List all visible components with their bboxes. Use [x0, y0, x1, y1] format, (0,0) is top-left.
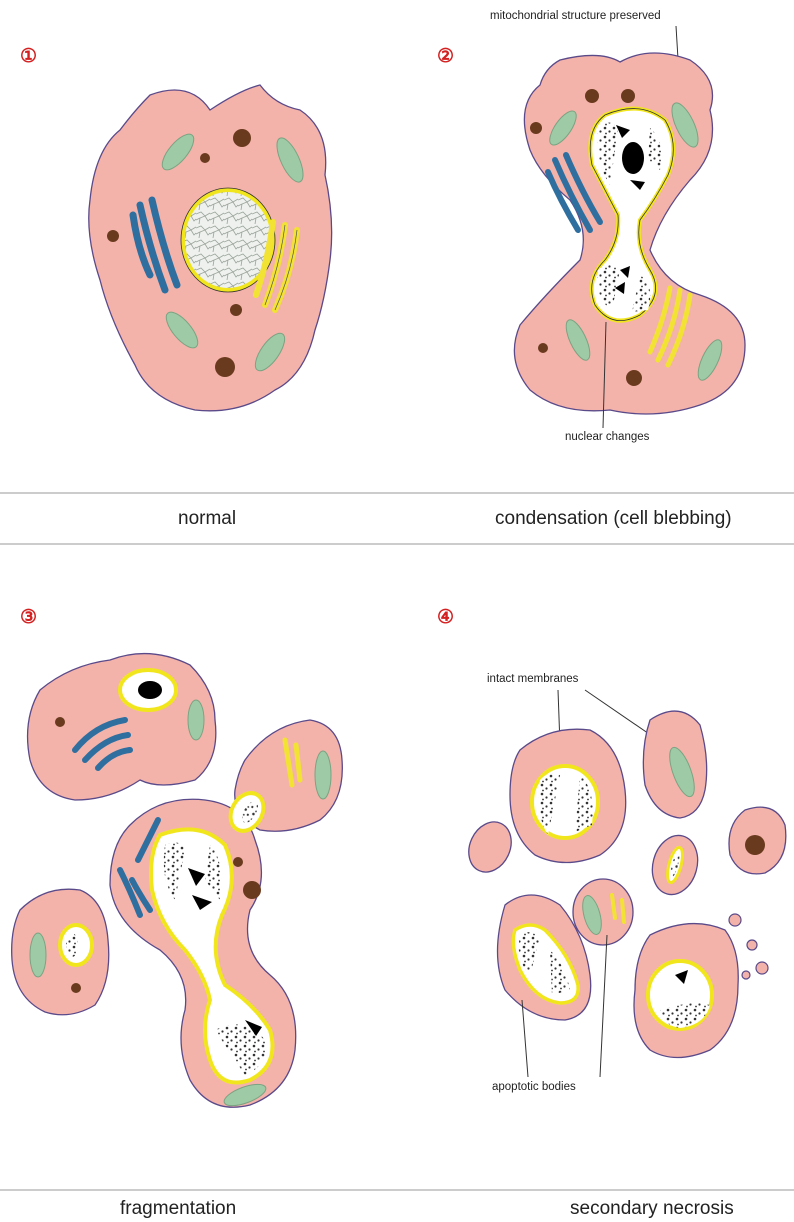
panel-secondary-necrosis: ④ intact membranes: [437, 607, 786, 1093]
step-number-1: ①: [20, 46, 37, 67]
label-intact-membranes: intact membranes: [487, 673, 579, 685]
caption-fragmentation: fragmentation: [120, 1198, 236, 1220]
panel-normal: ①: [20, 46, 332, 411]
fragment-upper-left: [28, 654, 216, 800]
step-number-2: ②: [437, 46, 454, 67]
fragment-tiny-left: [461, 815, 519, 879]
label-mito-preserved: mitochondrial structure preserved: [490, 10, 661, 22]
step-number-4: ④: [437, 607, 454, 628]
step-number-3: ③: [20, 607, 37, 628]
panel-condensation: ② mitochondrial structure preserved: [437, 10, 745, 443]
caption-secondary-necrosis: secondary necrosis: [570, 1198, 734, 1220]
label-apoptotic-bodies: apoptotic bodies: [492, 1081, 576, 1093]
caption-normal: normal: [178, 508, 236, 530]
label-nuclear-changes: nuclear changes: [565, 431, 650, 443]
caption-condensation: condensation (cell blebbing): [495, 508, 732, 530]
panel-fragmentation: ③: [12, 607, 343, 1110]
